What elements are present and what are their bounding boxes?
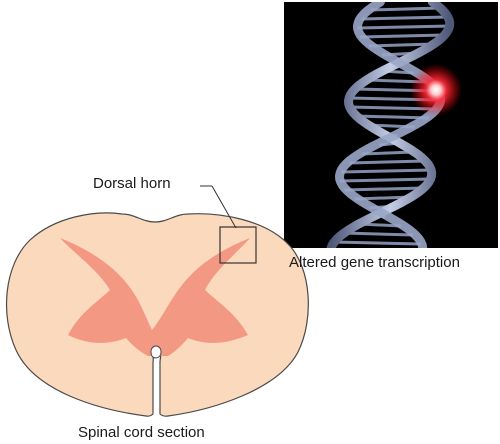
dna-base-pair: [356, 114, 430, 120]
dorsal-horn-box: [219, 226, 257, 264]
dna-base-pair: [349, 159, 426, 165]
central-canal: [150, 345, 162, 359]
gene-transcription-label: Altered gene transcription: [289, 254, 460, 271]
highlight-glow: [410, 64, 462, 116]
dna-strand-a: [326, 2, 455, 248]
dna-base-pair: [368, 42, 434, 48]
dna-base-pair: [361, 15, 448, 21]
dna-base-pair: [360, 33, 445, 39]
dna-base-pair: [362, 150, 415, 156]
dna-base-pair: [339, 177, 431, 183]
dna-base-pair: [344, 186, 424, 192]
dna-base-pair: [357, 24, 450, 30]
dna-base-pair: [341, 168, 432, 174]
spinal-cord-diagram: [5, 185, 309, 417]
dorsal-horn-label: Dorsal horn: [93, 175, 171, 192]
dna-strand-b: [334, 2, 446, 248]
dna-base-pair: [371, 6, 441, 12]
dna-helix-image: [284, 2, 498, 248]
gray-matter-butterfly: [60, 238, 250, 356]
dorsal-horn-leader-diagonal: [211, 185, 237, 229]
white-matter: [5, 212, 309, 417]
dna-base-pair: [334, 240, 421, 246]
spinal-cord-label: Spinal cord section: [78, 424, 205, 441]
dna-base-pair: [344, 231, 414, 237]
